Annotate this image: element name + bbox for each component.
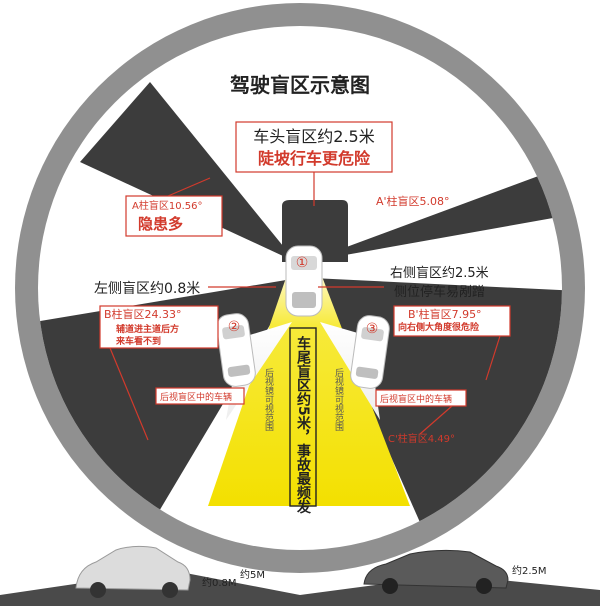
left-car: [216, 313, 256, 387]
rear-blind-callout: 车尾盲区约5米，事故最频发: [289, 327, 317, 515]
b-pillar-left-line3: 来车看不到: [115, 335, 161, 347]
b-pillar-right-callout: B'柱盲区7.95° 向右侧大角度很危险: [393, 305, 511, 337]
bottom-right-car: [363, 549, 509, 594]
bottom-right-distance: 约2.5M: [512, 564, 547, 577]
diagram-title: 驾驶盲区示意图: [230, 73, 370, 97]
ground-base: [0, 595, 600, 606]
rear-blind-label: 车尾盲区约5米，事故最频发: [295, 335, 312, 515]
bottom-mid-distance: 约5M: [240, 568, 265, 581]
mirror-left-label: 后视盲区中的车辆: [160, 391, 232, 403]
right-side-line2: 侧位停车易剐蹭: [394, 284, 485, 300]
c-pillar-right-leader: [419, 405, 453, 435]
main-car: [285, 245, 323, 317]
a-pillar-left-zone: [80, 82, 296, 262]
bottom-left-car: [75, 545, 191, 598]
a-pillar-left-callout: A柱盲区10.56° 隐患多: [125, 195, 223, 237]
b-pillar-right-line1: B'柱盲区7.95°: [408, 307, 482, 321]
b-pillar-left-leader: [109, 347, 149, 441]
c-pillar-right-label: C'柱盲区4.49°: [388, 432, 455, 445]
mirror-left-callout: 后视盲区中的车辆: [155, 387, 245, 405]
front-blind-callout: 车头盲区约2.5米 陡坡行车更危险: [235, 121, 393, 173]
front-blind-line2: 陡坡行车更危险: [258, 149, 371, 168]
mirror-right-callout: 后视盲区中的车辆: [375, 389, 467, 407]
mirror-view-left-text: 后视镜可视范围: [263, 368, 274, 432]
front-blind-line1: 车头盲区约2.5米: [253, 127, 374, 146]
mirror-view-right-text: 后视镜可视范围: [333, 368, 344, 432]
marker-2: ②: [228, 319, 241, 335]
right-side-line1: 右侧盲区约2.5米: [390, 265, 489, 281]
marker-3: ③: [366, 321, 379, 337]
a-pillar-right-zone: [306, 168, 562, 262]
bottom-left-distance: 约0.8M: [202, 576, 237, 589]
b-pillar-left-line2: 辅道进主道后方: [116, 323, 179, 335]
marker-1: ①: [296, 255, 309, 271]
a-pillar-left-line2: 隐患多: [138, 215, 183, 233]
right-car: [350, 315, 390, 389]
a-pillar-left-leader: [167, 177, 211, 197]
b-pillar-left-line1: B柱盲区24.33°: [104, 307, 182, 321]
b-pillar-right-leader: [485, 335, 501, 381]
rear-mirror-cone: [208, 266, 410, 506]
b-pillar-right-line2: 向右侧大角度很危险: [398, 321, 480, 333]
left-side-label: 左侧盲区约0.8米: [94, 280, 200, 297]
mirror-right-label: 后视盲区中的车辆: [380, 393, 452, 405]
a-pillar-right-label: A'柱盲区5.08°: [376, 194, 450, 208]
b-pillar-left-callout: B柱盲区24.33° 辅道进主道后方 来车看不到: [99, 305, 219, 349]
a-pillar-left-line1: A柱盲区10.56°: [132, 199, 202, 212]
